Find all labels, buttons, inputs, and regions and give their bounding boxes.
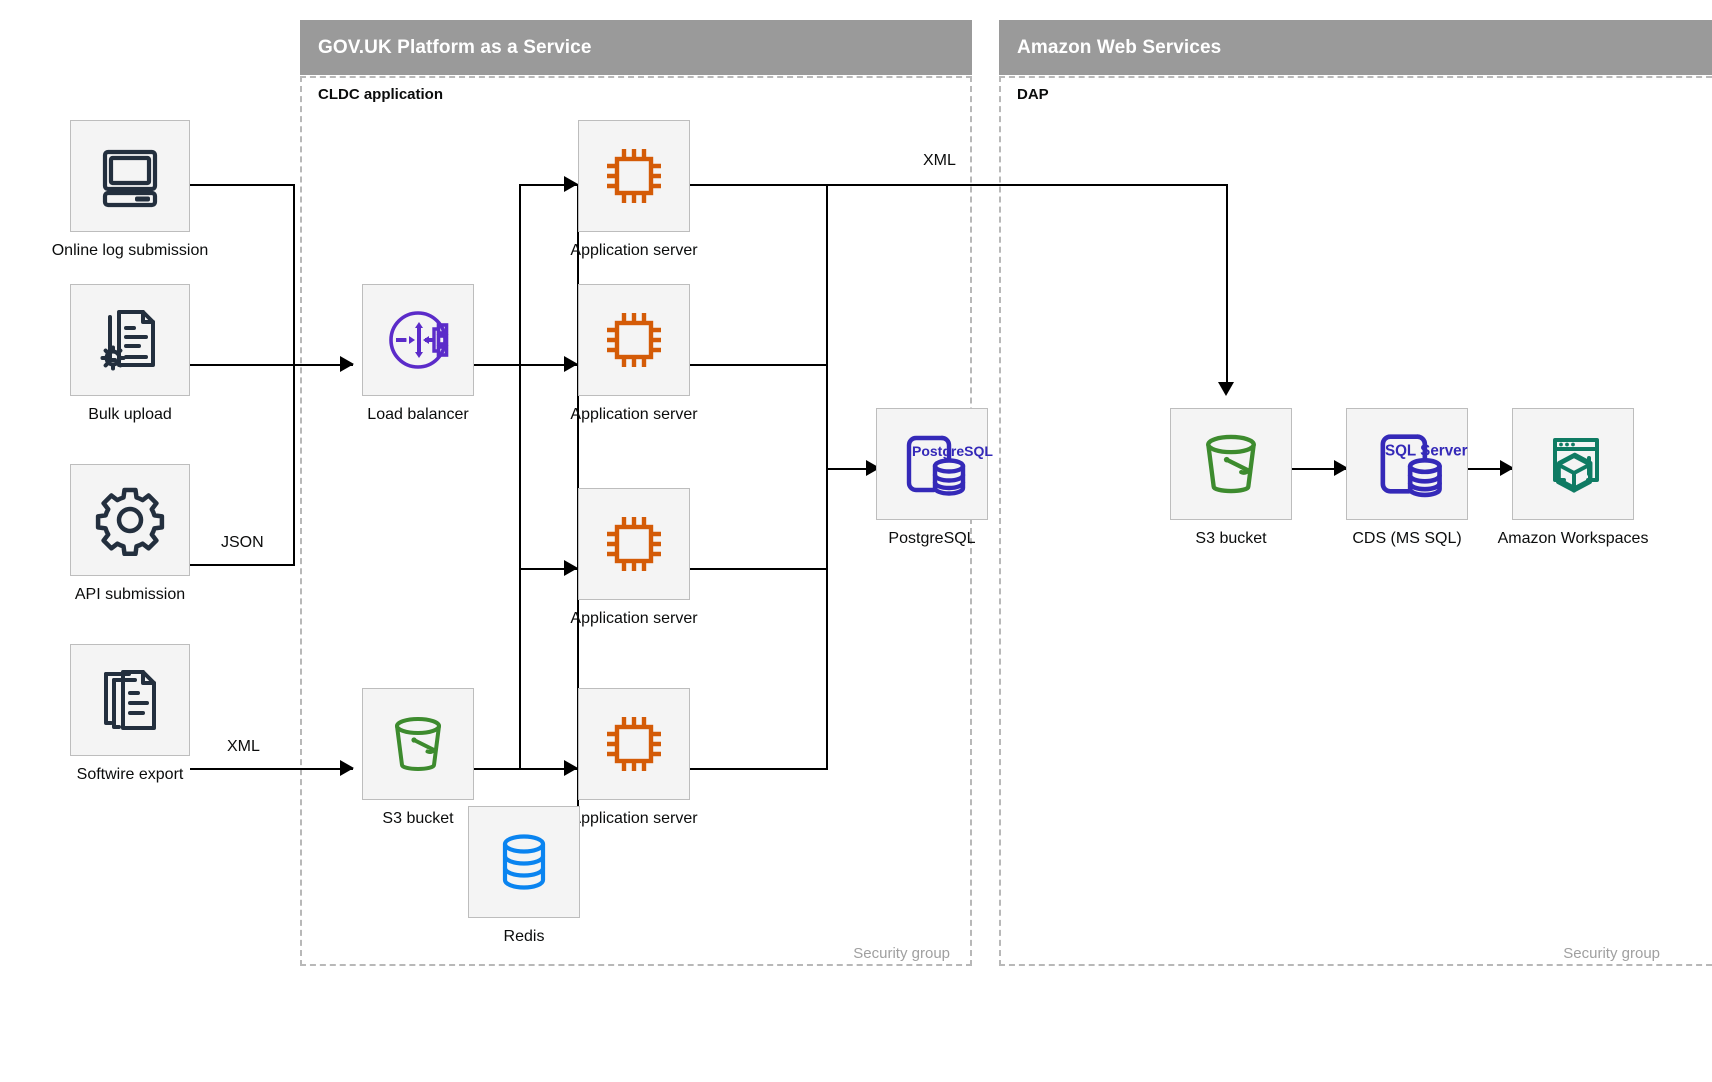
security-group-label-aws: Security group <box>1563 945 1660 962</box>
edge-api-to-trunk <box>190 564 295 566</box>
label-app-server-4: Application server <box>570 810 698 827</box>
tile-load-balancer <box>362 284 474 396</box>
tile-app-server-3 <box>578 488 690 600</box>
security-group-box-aws <box>999 76 1712 966</box>
desktop-computer-icon <box>93 139 167 213</box>
tile-bulk-upload <box>70 284 190 396</box>
tile-app-server-2 <box>578 284 690 396</box>
tile-app-server-1 <box>578 120 690 232</box>
edge-to-app-server-3 <box>520 568 578 570</box>
tile-s3-bucket-aws <box>1170 408 1292 520</box>
group-title-paas: GOV.UK Platform as a Service <box>318 36 592 58</box>
edge-xml-down-to-s3 <box>1226 184 1228 389</box>
label-amazon-workspaces: Amazon Workspaces <box>1497 530 1649 547</box>
bucket-icon <box>1191 424 1271 504</box>
edge-s3-to-app4 <box>474 768 524 770</box>
postgresql-icon: PostgreSQL <box>892 424 993 504</box>
edge-online-to-trunk <box>190 184 295 186</box>
label-app-server-1: Application server <box>570 242 698 259</box>
documents-gear-icon <box>93 303 167 377</box>
sql-server-icon-text: SQL Server <box>1385 443 1468 460</box>
bucket-icon <box>381 707 455 781</box>
security-group-box-paas <box>300 76 972 966</box>
edge-label-xml-to-aws: XML <box>918 152 961 170</box>
label-bulk-upload: Bulk upload <box>88 406 172 423</box>
group-header-aws: Amazon Web Services <box>999 20 1712 75</box>
cpu-chip-icon <box>597 707 671 781</box>
cpu-chip-icon <box>597 507 671 581</box>
label-app-server-2: Application server <box>570 406 698 423</box>
arrowhead-app-server-2 <box>564 356 578 372</box>
label-app-server-3: Application server <box>570 610 698 627</box>
arrowhead-app-server-4 <box>564 760 578 776</box>
sub-label-dap: DAP <box>1017 86 1049 103</box>
edge-app3-right <box>688 568 828 570</box>
tile-cds-ms-sql: SQL Server <box>1346 408 1468 520</box>
workspaces-icon <box>1533 424 1613 504</box>
edge-app2-right <box>688 364 828 366</box>
group-title-aws: Amazon Web Services <box>1017 36 1222 58</box>
edge-s3-to-cds <box>1291 468 1346 470</box>
arrowhead-app-server-3 <box>564 560 578 576</box>
edge-to-app-server-1 <box>520 184 578 186</box>
edge-bulk-to-lb <box>190 364 353 366</box>
arrowhead-s3-bucket-paas <box>340 760 354 776</box>
edge-xml-to-aws <box>688 184 1228 186</box>
edge-lb-fanout-vertical <box>519 184 521 770</box>
tile-api-submission <box>70 464 190 576</box>
document-stack-icon <box>93 663 167 737</box>
gear-icon <box>93 483 167 557</box>
tile-redis <box>468 806 580 918</box>
sub-label-cldc: CLDC application <box>318 86 444 103</box>
cpu-chip-icon <box>597 139 671 213</box>
edge-to-app-server-4 <box>520 768 578 770</box>
arrowhead-app-server-1 <box>564 176 578 192</box>
label-api-submission: API submission <box>74 586 186 603</box>
tile-s3-bucket-paas <box>362 688 474 800</box>
arrowhead-to-load-balancer <box>340 356 354 372</box>
edge-to-app-server-2 <box>520 364 578 366</box>
edge-trunk-vertical <box>293 184 295 564</box>
label-softwire-export: Softwire export <box>76 766 184 783</box>
edge-app4-right <box>688 768 828 770</box>
database-cylinder-icon <box>487 825 561 899</box>
cpu-chip-icon <box>597 303 671 377</box>
tile-softwire-export <box>70 644 190 756</box>
sql-server-icon: SQL Server <box>1365 422 1468 506</box>
postgresql-icon-text: PostgreSQL <box>912 443 993 459</box>
tile-app-server-4 <box>578 688 690 800</box>
label-cds-ms-sql: CDS (MS SQL) <box>1352 530 1462 547</box>
edge-appserver-trunk <box>577 184 579 774</box>
tile-postgresql: PostgreSQL <box>876 408 993 520</box>
label-postgresql: PostgreSQL <box>888 530 976 547</box>
edge-label-json: JSON <box>216 534 269 552</box>
edge-postgres-collector <box>826 184 828 770</box>
edge-collector-to-postgres <box>826 468 876 470</box>
load-balancer-icon <box>378 300 458 380</box>
tile-online-log-submission <box>70 120 190 232</box>
label-load-balancer: Load balancer <box>367 406 469 423</box>
arrowhead-workspaces <box>1500 460 1514 476</box>
tile-amazon-workspaces <box>1512 408 1634 520</box>
label-online-log-submission: Online log submission <box>51 242 209 259</box>
arrowhead-s3-bucket-aws <box>1218 382 1234 396</box>
edge-softwire-to-s3 <box>190 768 353 770</box>
group-header-paas: GOV.UK Platform as a Service <box>300 20 972 75</box>
edge-label-xml-softwire: XML <box>222 738 265 756</box>
security-group-label-paas: Security group <box>853 945 950 962</box>
label-s3-bucket-aws: S3 bucket <box>1195 530 1267 547</box>
arrowhead-cds <box>1334 460 1348 476</box>
label-redis: Redis <box>503 928 545 945</box>
edge-cds-to-workspaces <box>1457 468 1512 470</box>
label-s3-bucket-paas: S3 bucket <box>382 810 454 827</box>
